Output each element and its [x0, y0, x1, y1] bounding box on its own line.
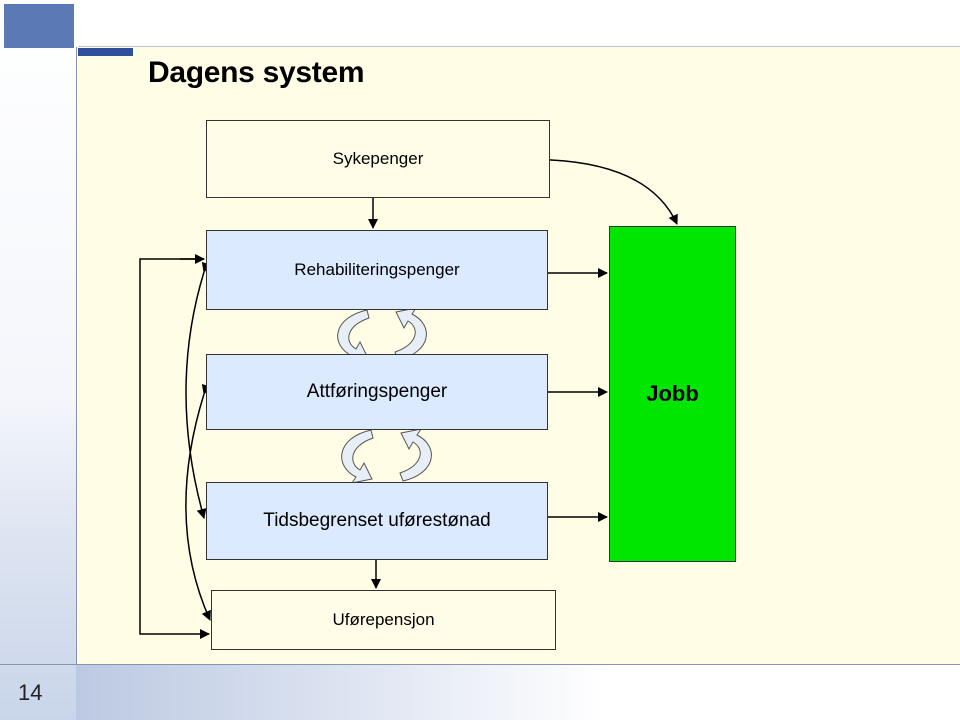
rehabiliteringspenger-label: Rehabiliteringspenger — [294, 260, 460, 279]
arrow-syke-jobb-curve — [541, 154, 678, 225]
cycle-icon-rehab-attf — [337, 307, 427, 363]
attforingspenger-label: Attføringspenger — [306, 381, 448, 402]
page-number: 14 — [18, 680, 43, 705]
bottom-decor-strip — [76, 664, 960, 720]
tidsbegrenset-box: Tidsbegrenset uførestønad — [206, 482, 548, 560]
inner-curve-attf-ufore — [185, 383, 212, 621]
left-decor-band — [0, 0, 76, 720]
sykepenger-box: Sykepenger — [206, 120, 550, 198]
corner-square — [4, 4, 74, 48]
tidsbegrenset-label: Tidsbegrenset uførestønad — [263, 510, 491, 531]
jobb-label: Jobb — [646, 381, 699, 406]
cycle-icon-attf-tids — [341, 428, 432, 484]
jobb-box: Jobb — [609, 226, 736, 562]
attforingspenger-box: Attføringspenger — [206, 354, 548, 430]
uforepensjon-label: Uførepensjon — [332, 610, 435, 629]
page-title: Dagens system — [148, 56, 365, 89]
inner-curve-rehab-tids — [185, 261, 212, 519]
rehabiliteringspenger-box: Rehabiliteringspenger — [206, 230, 548, 310]
accent-bar — [78, 48, 133, 56]
sykepenger-label: Sykepenger — [332, 149, 424, 168]
uforepensjon-box: Uførepensjon — [211, 590, 556, 650]
top-rule — [78, 46, 960, 47]
outer-left-connector — [139, 258, 210, 639]
bottom-rule — [0, 664, 960, 665]
